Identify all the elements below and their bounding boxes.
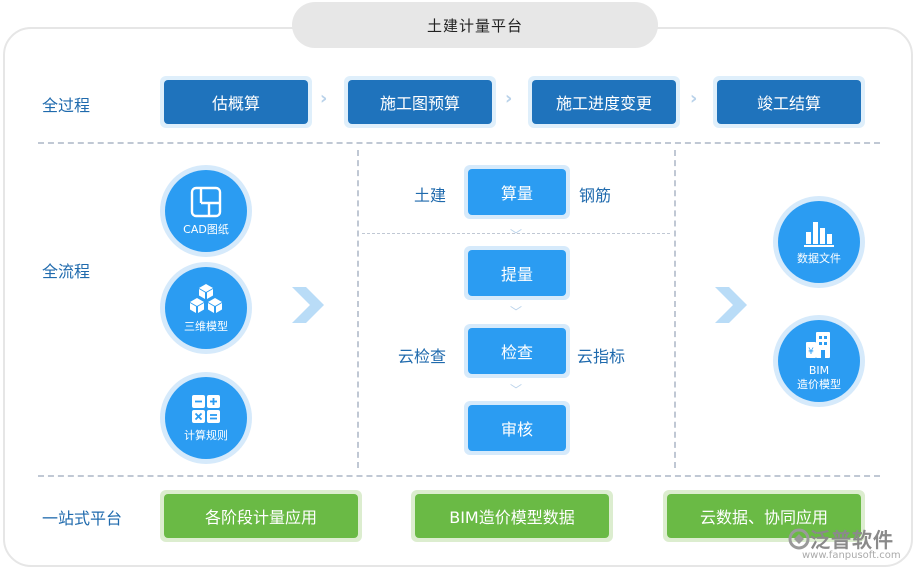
step-estimate[interactable]: 估概算 [160,76,312,128]
chevron-right-icon: › [320,88,328,109]
chevron-right-icon: › [690,88,698,109]
check-button[interactable]: 检查 [464,324,570,378]
stage-quantity-app-button[interactable]: 各阶段计量应用 [160,490,362,542]
row-label-platform: 一站式平台 [42,509,123,528]
chevron-down-icon: ﹀ [510,305,523,319]
building-cost-icon: ¥ [806,332,830,358]
bim-label: BIM [808,364,830,377]
review-label: 审核 [468,405,566,451]
bim-cost-model-node[interactable]: ¥ BIM 造价模型 [773,315,865,407]
data-file-label: 数据文件 [797,252,841,265]
blueprint-icon [190,186,222,218]
civil-label: 土建 [414,186,447,205]
calculator-icon [192,395,220,423]
page-title: 土建计量平台 [292,2,658,48]
bim-cost-model-label: BIM 造价模型 [797,364,841,392]
step-construction-budget[interactable]: 施工图预算 [344,76,496,128]
step-construction-budget-label: 施工图预算 [348,80,492,124]
watermark-brand: 泛普软件 [810,528,894,552]
extract-quantity-label: 提量 [468,250,566,296]
step-final-settlement-label: 竣工结算 [717,80,861,124]
watermark-url: www.fanpusoft.com [802,550,901,561]
cloud-index-label: 云指标 [577,347,626,366]
bar-chart-icon [804,222,834,247]
cad-drawing-label: CAD图纸 [183,223,229,236]
calc-rules-label: 计算规则 [184,429,228,442]
cloud-check-label: 云检查 [398,347,447,366]
3d-model-node[interactable]: 三维模型 [160,262,252,354]
stage-quantity-app-label: 各阶段计量应用 [164,494,358,538]
data-file-node[interactable]: 数据文件 [773,196,865,288]
cubes-icon [190,284,222,313]
step-estimate-label: 估概算 [164,80,308,124]
3d-model-label: 三维模型 [184,320,228,333]
step-progress-change[interactable]: 施工进度变更 [528,76,680,128]
step-final-settlement[interactable]: 竣工结算 [713,76,865,128]
logo-icon [788,528,810,549]
divider-left-col [357,150,359,468]
review-button[interactable]: 审核 [464,401,570,455]
chevron-down-icon: ﹀ [510,228,523,242]
row-label-process: 全过程 [42,96,91,115]
divider-top [38,142,880,144]
divider-center [362,233,670,234]
divider-bottom [38,475,880,477]
divider-right-col [674,150,676,468]
quantity-calc-button[interactable]: 算量 [464,165,570,219]
bim-cost-data-label: BIM造价模型数据 [415,494,609,538]
svg-text:¥: ¥ [808,347,814,357]
cad-drawing-node[interactable]: CAD图纸 [160,165,252,257]
step-progress-change-label: 施工进度变更 [532,80,676,124]
extract-quantity-button[interactable]: 提量 [464,246,570,300]
calc-rules-node[interactable]: 计算规则 [160,372,252,464]
cost-model-label: 造价模型 [797,378,841,391]
chevron-right-icon: › [505,88,513,109]
cloud-collab-label: 云数据、协同应用 [667,494,861,538]
chevron-right-icon [292,287,324,323]
bim-cost-data-button[interactable]: BIM造价模型数据 [411,490,613,542]
watermark: 泛普软件 www.fanpusoft.com [788,524,901,561]
check-label: 检查 [468,328,566,374]
cloud-collab-button[interactable]: 云数据、协同应用 [663,490,865,542]
quantity-calc-label: 算量 [468,169,566,215]
row-label-flow: 全流程 [42,262,91,281]
chevron-down-icon: ﹀ [510,383,523,397]
chevron-right-icon [715,287,747,323]
rebar-label: 钢筋 [579,186,612,205]
